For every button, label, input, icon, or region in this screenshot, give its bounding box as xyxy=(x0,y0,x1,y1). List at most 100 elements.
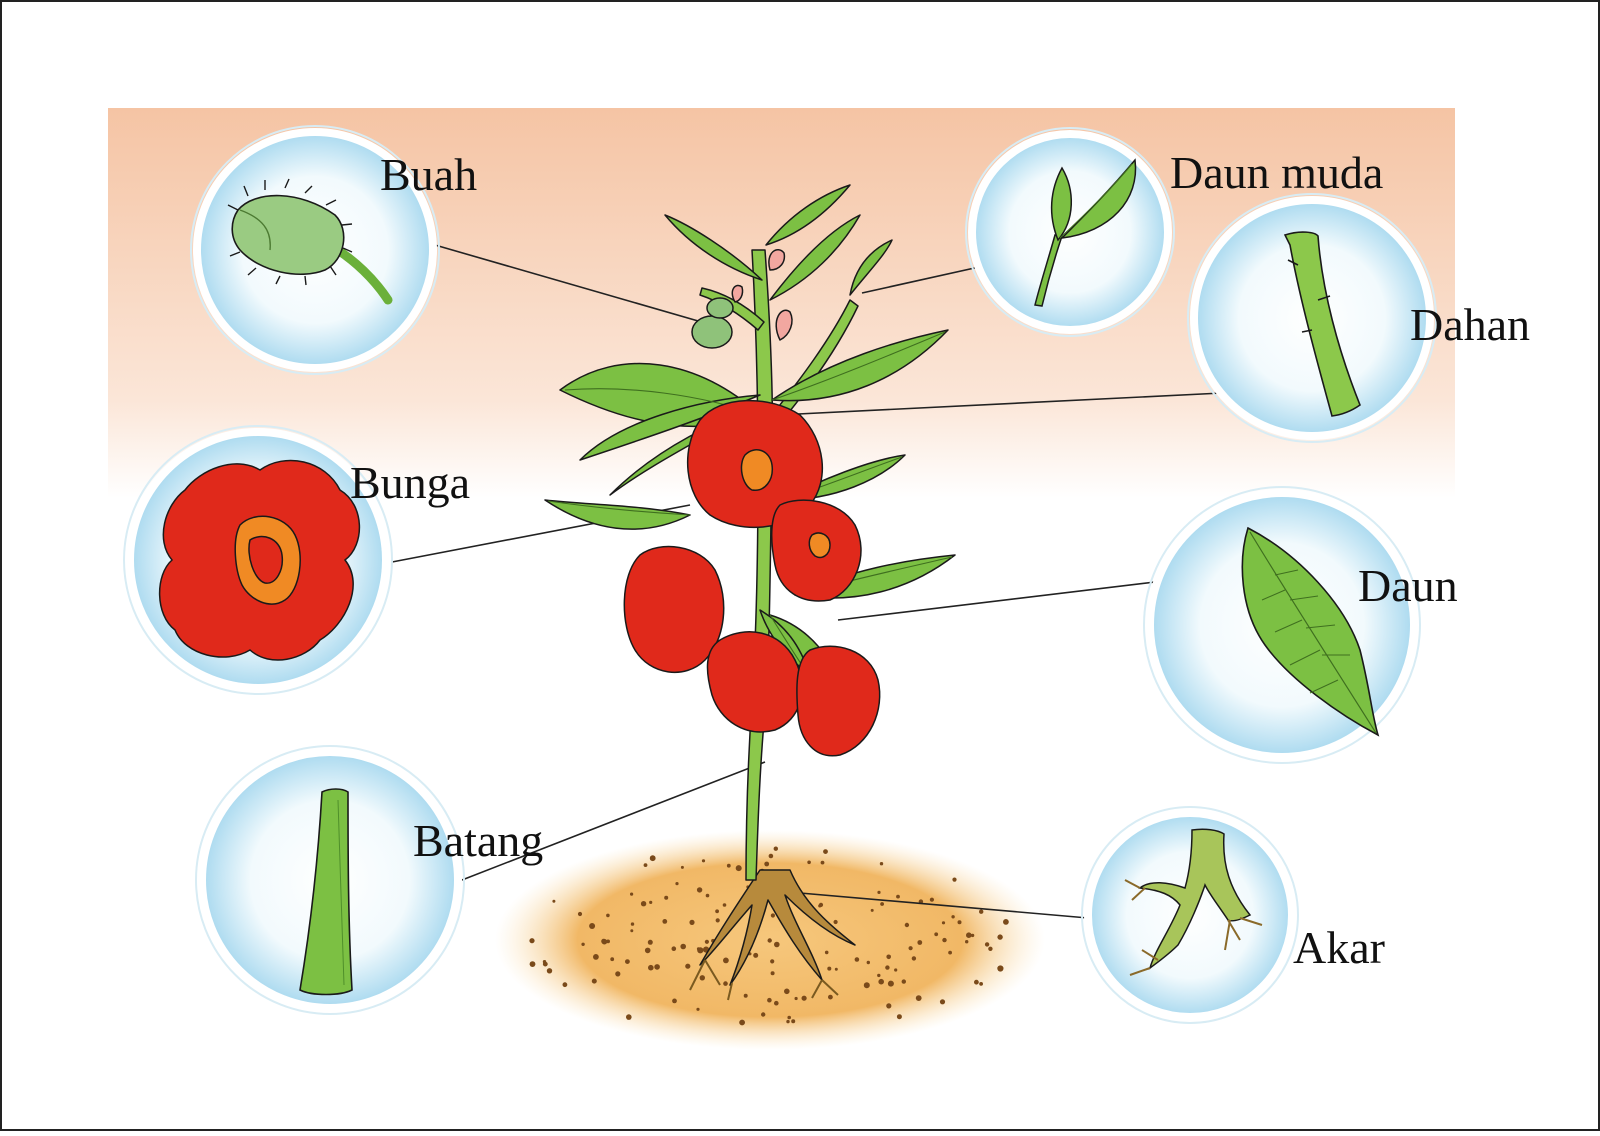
soil-dot xyxy=(726,863,731,868)
soil-dot xyxy=(934,932,939,937)
soil-dot xyxy=(649,900,653,905)
soil-dot xyxy=(951,915,955,919)
soil-dot xyxy=(794,996,798,1001)
soil-dot xyxy=(948,950,952,955)
soil-dot xyxy=(664,895,669,900)
plant-leaf xyxy=(664,214,763,281)
soil-dot xyxy=(739,1019,745,1026)
soil-dot xyxy=(908,946,913,951)
plant-illustration xyxy=(544,184,956,1001)
soil-dot xyxy=(743,993,748,998)
root-icon xyxy=(1124,828,1263,976)
soil-dot xyxy=(801,995,807,1001)
stem-icon xyxy=(299,788,353,996)
soil-dot xyxy=(735,865,742,872)
soil-dot xyxy=(648,964,654,971)
plant-fruit xyxy=(691,297,734,349)
soil-dot xyxy=(685,963,691,969)
soil-dot xyxy=(941,921,946,925)
soil-dot xyxy=(974,979,979,985)
soil-dot xyxy=(878,978,884,985)
label-akar: Akar xyxy=(1293,922,1385,973)
soil-dot xyxy=(887,980,894,987)
soil-dot xyxy=(886,1003,892,1009)
plant-roots xyxy=(689,869,856,1001)
plant-flower-center xyxy=(740,449,831,559)
soil-dot xyxy=(791,1019,796,1024)
soil-dot xyxy=(644,947,651,954)
soil-dot xyxy=(701,859,706,863)
soil-dot xyxy=(834,967,838,971)
soil-dot xyxy=(828,994,833,1000)
soil-patch xyxy=(495,830,1045,1050)
soil-dot xyxy=(761,1012,766,1017)
soil-dot xyxy=(680,865,684,869)
soil-dot xyxy=(689,919,695,926)
soil-dot xyxy=(917,940,923,945)
soil-dot xyxy=(589,923,596,929)
plant-leaf xyxy=(849,239,893,296)
circle-bunga xyxy=(123,425,393,695)
connector-dahan xyxy=(777,392,1223,416)
soil-dot xyxy=(715,918,720,923)
soil-dot xyxy=(767,997,772,1003)
plant-leaf xyxy=(771,329,949,402)
soil-dot xyxy=(626,1014,632,1020)
soil-dot xyxy=(901,979,906,984)
soil-dot xyxy=(979,909,984,914)
soil-dot xyxy=(879,862,884,866)
label-buah: Buah xyxy=(380,149,478,200)
soil-dot xyxy=(696,887,703,893)
soil-dot xyxy=(823,849,828,854)
soil-dot xyxy=(529,961,536,967)
soil-dot xyxy=(753,952,759,958)
soil-dot xyxy=(886,954,891,960)
circle-daun xyxy=(1143,486,1421,764)
circle-dahan xyxy=(1187,193,1437,443)
soil-dot xyxy=(1003,919,1009,925)
soil-dot xyxy=(774,941,780,948)
circle-batang xyxy=(195,745,465,1015)
soil-dot xyxy=(542,960,547,964)
soil-dot xyxy=(630,892,634,896)
soil-dot xyxy=(715,909,719,914)
soil-dot xyxy=(625,959,630,964)
soil-dot xyxy=(705,893,710,898)
soil-dot xyxy=(546,968,553,974)
soil-dot xyxy=(877,973,881,978)
soil-dot xyxy=(768,853,774,859)
soil-dot xyxy=(818,902,824,908)
soil-dot xyxy=(939,999,946,1005)
soil-dot xyxy=(767,938,772,943)
soil-dot xyxy=(606,939,610,944)
soil-dot xyxy=(704,939,710,944)
soil-dot xyxy=(896,1014,902,1020)
soil-dot xyxy=(662,919,668,924)
soil-dot xyxy=(764,861,770,867)
soil-dot xyxy=(880,902,884,906)
soil-dot xyxy=(643,863,648,867)
soil-dot xyxy=(786,1019,790,1024)
soil-dot xyxy=(672,998,677,1004)
soil-dot xyxy=(877,890,881,895)
soil-dot xyxy=(984,942,990,947)
soil-dot xyxy=(615,971,621,977)
soil-dot xyxy=(997,965,1004,972)
label-dahan: Dahan xyxy=(1410,299,1531,350)
label-bunga: Bunga xyxy=(350,457,471,508)
soil-dot xyxy=(787,1015,791,1020)
soil-dot xyxy=(894,968,898,972)
soil-dot xyxy=(979,982,983,986)
soil-dot xyxy=(654,964,660,970)
soil-dot xyxy=(562,982,568,988)
plant-leaf xyxy=(765,184,851,246)
soil-dot xyxy=(911,956,917,961)
flower-icon xyxy=(158,459,361,661)
soil-dot xyxy=(649,855,656,862)
label-daun-muda: Daun muda xyxy=(1170,147,1384,198)
soil-dot xyxy=(997,934,1003,940)
soil-dot xyxy=(675,882,679,886)
soil-dot xyxy=(774,1000,779,1006)
